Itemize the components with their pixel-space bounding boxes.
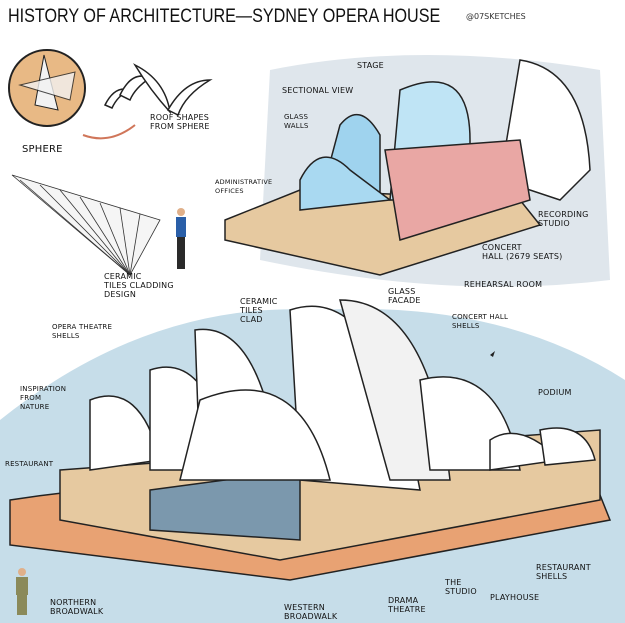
label-stage: STAGE: [357, 61, 384, 70]
label-concert-hall: CONCERT HALL (2679 SEATS): [482, 243, 563, 261]
label-inspiration: INSPIRATION FROM NATURE: [20, 385, 67, 411]
label-ceramic-tiles-design: CERAMIC TILES CLADDING DESIGN: [104, 272, 174, 299]
guide-figure: [16, 568, 28, 615]
author-handle: @07SKETCHES: [466, 12, 526, 21]
label-podium: PODIUM: [538, 388, 572, 397]
label-restaurant-shells: RESTAURANT SHELLS: [536, 563, 591, 581]
label-admin-offices: ADMINISTRATIVE OFFICES: [215, 178, 273, 195]
bird-icon: [490, 351, 495, 357]
sphere-drawing: [8, 49, 86, 127]
label-opera-theatre-shells: OPERA THEATRE SHELLS: [52, 323, 113, 340]
tiles-fan-drawing: [11, 174, 161, 276]
label-the-studio: THE STUDIO: [445, 578, 477, 596]
label-recording-studio: RECORDING STUDIO: [538, 210, 589, 228]
main-building: [9, 299, 612, 581]
sectional-building: [224, 59, 591, 276]
page-title: HISTORY OF ARCHITECTURE—SYDNEY OPERA HOU…: [8, 6, 441, 27]
label-glass-walls: GLASS WALLS: [284, 113, 309, 130]
label-sectional-view: SECTIONAL VIEW: [282, 86, 354, 95]
label-ceramic-tiles-clad: CERAMIC TILES CLAD: [240, 297, 278, 324]
label-playhouse: PLAYHOUSE: [490, 593, 540, 602]
label-northern-broadwalk: NORTHERN BROADWALK: [50, 598, 104, 616]
arrow-icon: [82, 124, 136, 140]
label-rehearsal-room: REHEARSAL ROOM: [464, 280, 543, 289]
label-concert-hall-shells: CONCERT HALL SHELLS: [452, 313, 509, 330]
roof-shapes-drawing: [103, 63, 213, 117]
person-figure: [176, 208, 186, 269]
label-sphere: SPHERE: [22, 144, 63, 155]
label-drama-theatre: DRAMA THEATRE: [388, 596, 426, 614]
label-roof-shapes: ROOF SHAPES FROM SPHERE: [150, 113, 210, 131]
label-western-broadwalk: WESTERN BROADWALK: [284, 603, 338, 621]
label-glass-facade: GLASS FACADE: [388, 287, 421, 305]
label-restaurant: RESTAURANT: [5, 460, 54, 468]
